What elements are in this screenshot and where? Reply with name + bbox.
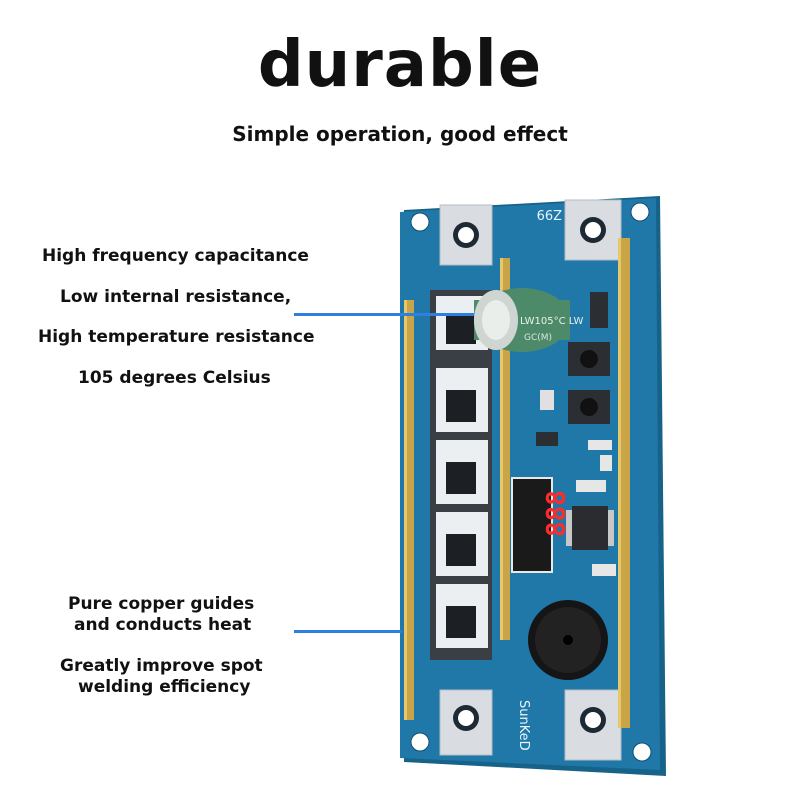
model-label: Z99 [537, 206, 562, 221]
copper-bar-left [404, 300, 414, 720]
ic-chip [566, 506, 614, 550]
top-left-terminal [439, 204, 493, 266]
bottom-right-terminal [564, 689, 622, 761]
feature-high-frequency: High frequency capacitance [42, 246, 309, 266]
capacitor-sub: GC(M) [524, 333, 552, 343]
page-subtitle: Simple operation, good effect [232, 122, 568, 146]
capacitor-pointer-line [294, 313, 474, 316]
feature-105-degrees: 105 degrees Celsius [78, 368, 271, 388]
feature-low-resistance: Low internal resistance, [60, 287, 292, 307]
page-title: durable [257, 28, 543, 102]
top-right-terminal [564, 199, 622, 261]
capacitor: LW105°C LW GC(M) [474, 288, 583, 352]
buzzer [528, 600, 608, 680]
copper-pointer-line [294, 630, 402, 633]
feature-copper-guides: Pure copper guides [68, 594, 255, 614]
capacitor-label: LW105°C LW [520, 316, 583, 327]
tact-switches [568, 342, 610, 424]
bottom-left-terminal [439, 689, 493, 756]
mount-hole-bl [410, 732, 430, 752]
mount-hole-tr [630, 202, 650, 222]
mosfet-stack [430, 290, 492, 660]
mount-hole-br [632, 742, 652, 762]
feature-improve-spot: Greatly improve spot [60, 656, 263, 676]
mount-hole-tl [410, 212, 430, 232]
copper-bar-center [500, 258, 510, 640]
feature-conducts-heat: and conducts heat [74, 615, 252, 635]
brand-label: SunKeD [516, 700, 531, 751]
feature-high-temperature: High temperature resistance [38, 327, 315, 347]
feature-welding-efficiency: welding efficiency [78, 677, 251, 697]
